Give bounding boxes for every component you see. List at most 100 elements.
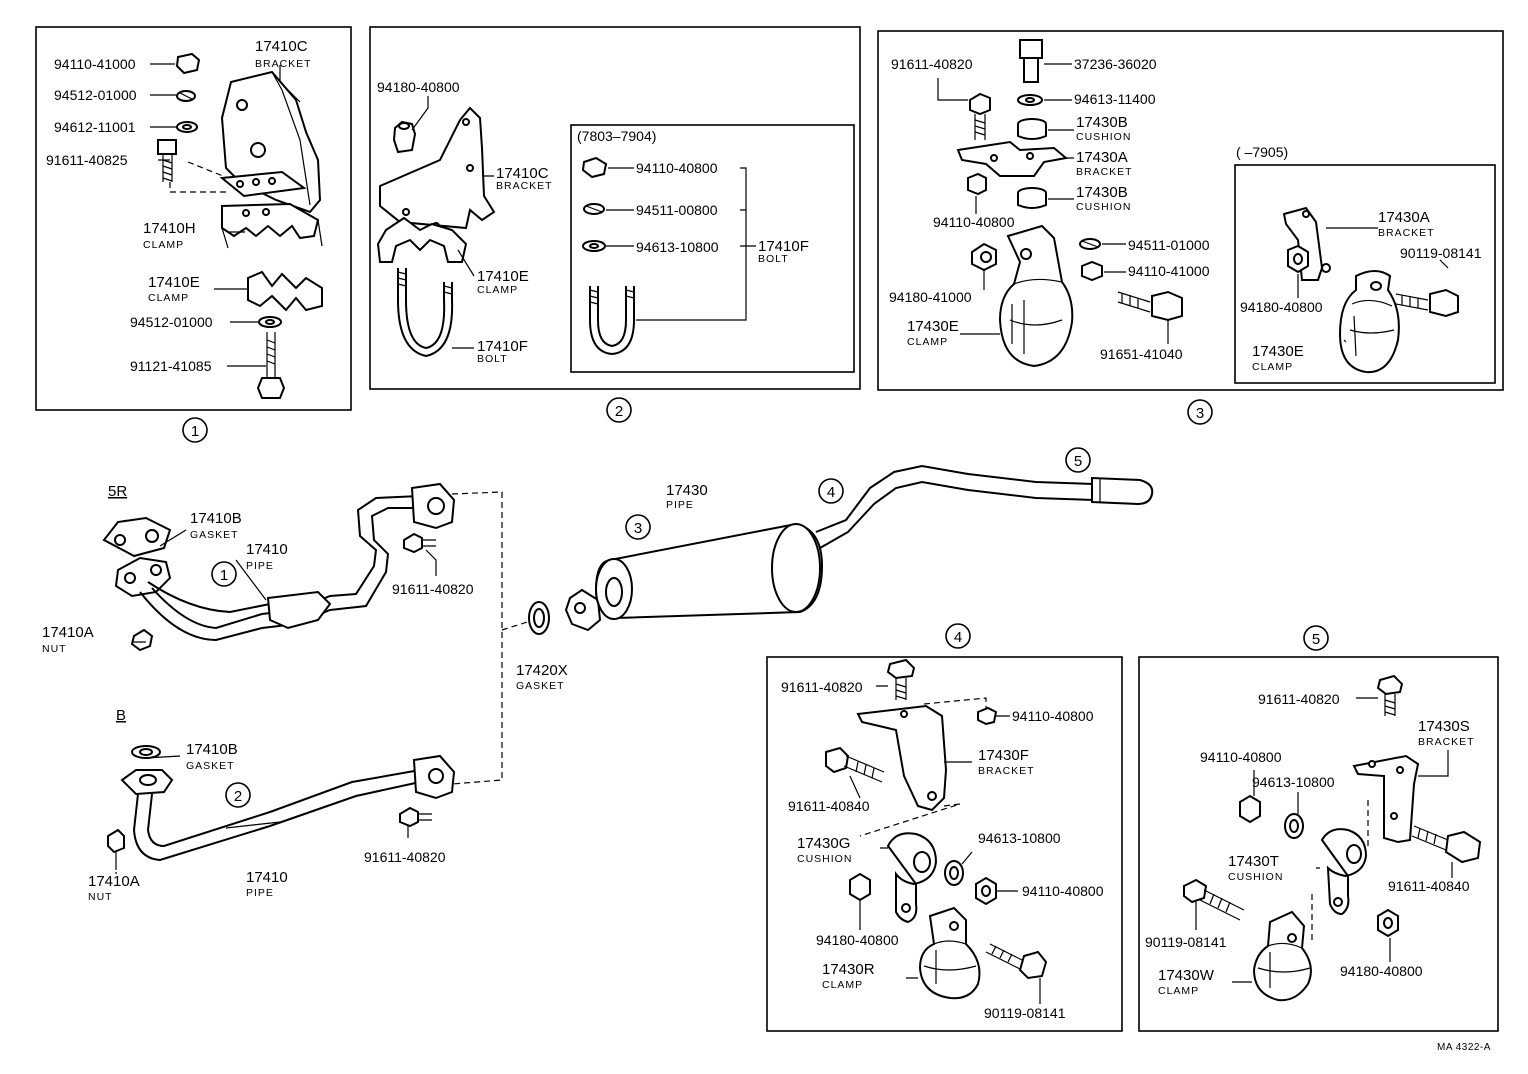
sub-box-caption: (7803–7904) — [577, 128, 656, 144]
part-number-label: 94512-01000 — [54, 87, 137, 103]
part-number-label: 94110-41000 — [54, 56, 136, 72]
part-name-label: 17410 — [246, 869, 288, 886]
location-number-3: 3 — [634, 520, 642, 537]
part-name-label: 17430 — [666, 482, 708, 499]
part-sub-label: CLAMP — [1252, 361, 1293, 373]
part-name-label: 17430F — [978, 747, 1029, 764]
panel-5-parts — [1183, 674, 1482, 1002]
part-name-label: 17420X — [516, 662, 568, 679]
part-name-label: 17430R — [822, 961, 875, 978]
part-sub-label: CUSHION — [1076, 201, 1131, 213]
part-number-label: 91611-40840 — [1388, 878, 1470, 894]
panel-number-5: 5 — [1312, 631, 1320, 648]
diagram-code: MA 4322-A — [1437, 1042, 1491, 1053]
part-number-label: 94110-40800 — [1022, 883, 1104, 899]
part-name-label: 17410 — [246, 541, 288, 558]
panel-5-box — [1138, 656, 1499, 1032]
location-number-4: 4 — [827, 484, 835, 501]
location-number-5: 5 — [1074, 453, 1082, 470]
labels-panel-1: 94110-41000 94512-01000 94612-11001 9161… — [46, 38, 312, 374]
part-sub-label: NUT — [42, 643, 67, 655]
part-number-label: 94613-10800 — [1252, 774, 1335, 790]
part-number-label: 94512-01000 — [130, 314, 213, 330]
part-sub-label: NUT — [88, 891, 113, 903]
part-number-label: 91611-40820 — [364, 849, 446, 865]
part-sub-label: BOLT — [477, 353, 508, 365]
variant-label: B — [116, 707, 126, 724]
main-exhaust-assembly — [102, 464, 1154, 874]
part-number-label: 94612-11001 — [54, 119, 136, 135]
part-number-label: 91611-40825 — [46, 152, 128, 168]
part-number-label: 91651-41040 — [1100, 346, 1183, 362]
part-number-label: 94511-00800 — [636, 202, 718, 218]
part-name-label: 17430E — [907, 318, 959, 335]
part-number-label: 91611-40820 — [392, 581, 474, 597]
part-number-label: 94180-40800 — [816, 932, 899, 948]
panel-number-4: 4 — [954, 629, 962, 646]
panel-2-parts — [376, 96, 756, 358]
panel-3-sub-box — [1234, 164, 1496, 384]
part-number-label: 91121-41085 — [130, 358, 212, 374]
part-sub-label: GASKET — [190, 529, 239, 541]
part-number-label: 94613-10800 — [636, 239, 719, 255]
part-name-label: 17410F — [477, 338, 528, 355]
part-number-label: 90119-08141 — [1145, 934, 1227, 950]
part-sub-label: BRACKET — [1418, 736, 1475, 748]
part-number-label: 94110-40800 — [933, 214, 1015, 230]
panel-3-parts — [937, 39, 1459, 374]
part-number-label: 37236-36020 — [1074, 56, 1157, 72]
part-name-label: 17410E — [477, 268, 529, 285]
part-sub-label: CUSHION — [797, 853, 852, 865]
part-number-label: 94180-41000 — [889, 289, 972, 305]
part-name-label: 17410A — [42, 624, 94, 641]
part-sub-label: PIPE — [246, 887, 274, 899]
location-number-1: 1 — [220, 567, 228, 584]
panel-1-parts — [150, 52, 323, 399]
part-name-label: 17430W — [1158, 967, 1215, 984]
labels-panel-3: 91611-40820 37236-36020 94613-11400 1743… — [889, 56, 1482, 373]
part-name-label: 17410C — [255, 38, 308, 55]
part-number-label: 94180-40800 — [1340, 963, 1423, 979]
panel-number-1: 1 — [191, 423, 199, 440]
part-sub-label: BOLT — [758, 253, 789, 265]
part-name-label: 17410B — [186, 741, 238, 758]
part-sub-label: CLAMP — [907, 336, 948, 348]
part-sub-label: CLAMP — [1158, 985, 1199, 997]
part-sub-label: PIPE — [246, 560, 274, 572]
part-number-label: 91611-40840 — [788, 798, 870, 814]
part-number-label: 94110-40800 — [1012, 708, 1094, 724]
panel-1-box — [35, 26, 352, 411]
sub-box-caption: ( –7905) — [1236, 144, 1288, 160]
part-name-label: 17430A — [1076, 149, 1128, 166]
part-name-label: 17430S — [1418, 718, 1470, 735]
part-sub-label: BRACKET — [978, 765, 1035, 777]
part-sub-label: CLAMP — [477, 284, 518, 296]
panel-2-sub-box — [570, 124, 855, 373]
part-sub-label: CLAMP — [143, 239, 184, 251]
part-number-label: 94110-40800 — [1200, 749, 1282, 765]
part-name-label: 17410E — [148, 274, 200, 291]
part-name-label: 17430B — [1076, 184, 1128, 201]
panel-2-box — [369, 26, 861, 390]
part-name-label: 17430B — [1076, 114, 1128, 131]
part-sub-label: BRACKET — [496, 180, 553, 192]
part-number-label: 91611-40820 — [1258, 691, 1340, 707]
panel-3-box — [877, 30, 1504, 391]
part-number-label: 94180-40800 — [377, 79, 460, 95]
part-number-label: 91611-40820 — [781, 679, 863, 695]
circled-numbers: 1 2 3 4 5 1 2 3 4 5 — [182, 397, 1329, 808]
part-sub-label: BRACKET — [1378, 227, 1435, 239]
part-sub-label: CUSHION — [1076, 131, 1131, 143]
part-sub-label: BRACKET — [255, 58, 312, 70]
part-sub-label: CLAMP — [822, 979, 863, 991]
labels-main: 5R 17410B GASKET 17410 PIPE 91611-40820 … — [42, 482, 708, 903]
part-sub-label: GASKET — [186, 760, 235, 772]
part-name-label: 17410C — [496, 165, 549, 182]
part-name-label: 17430A — [1378, 209, 1430, 226]
part-name-label: 17430G — [797, 835, 850, 852]
part-number-label: 94613-10800 — [978, 830, 1061, 846]
part-name-label: 17410H — [143, 220, 196, 237]
part-name-label: 17430T — [1228, 853, 1279, 870]
part-number-label: 94110-41000 — [1128, 263, 1210, 279]
